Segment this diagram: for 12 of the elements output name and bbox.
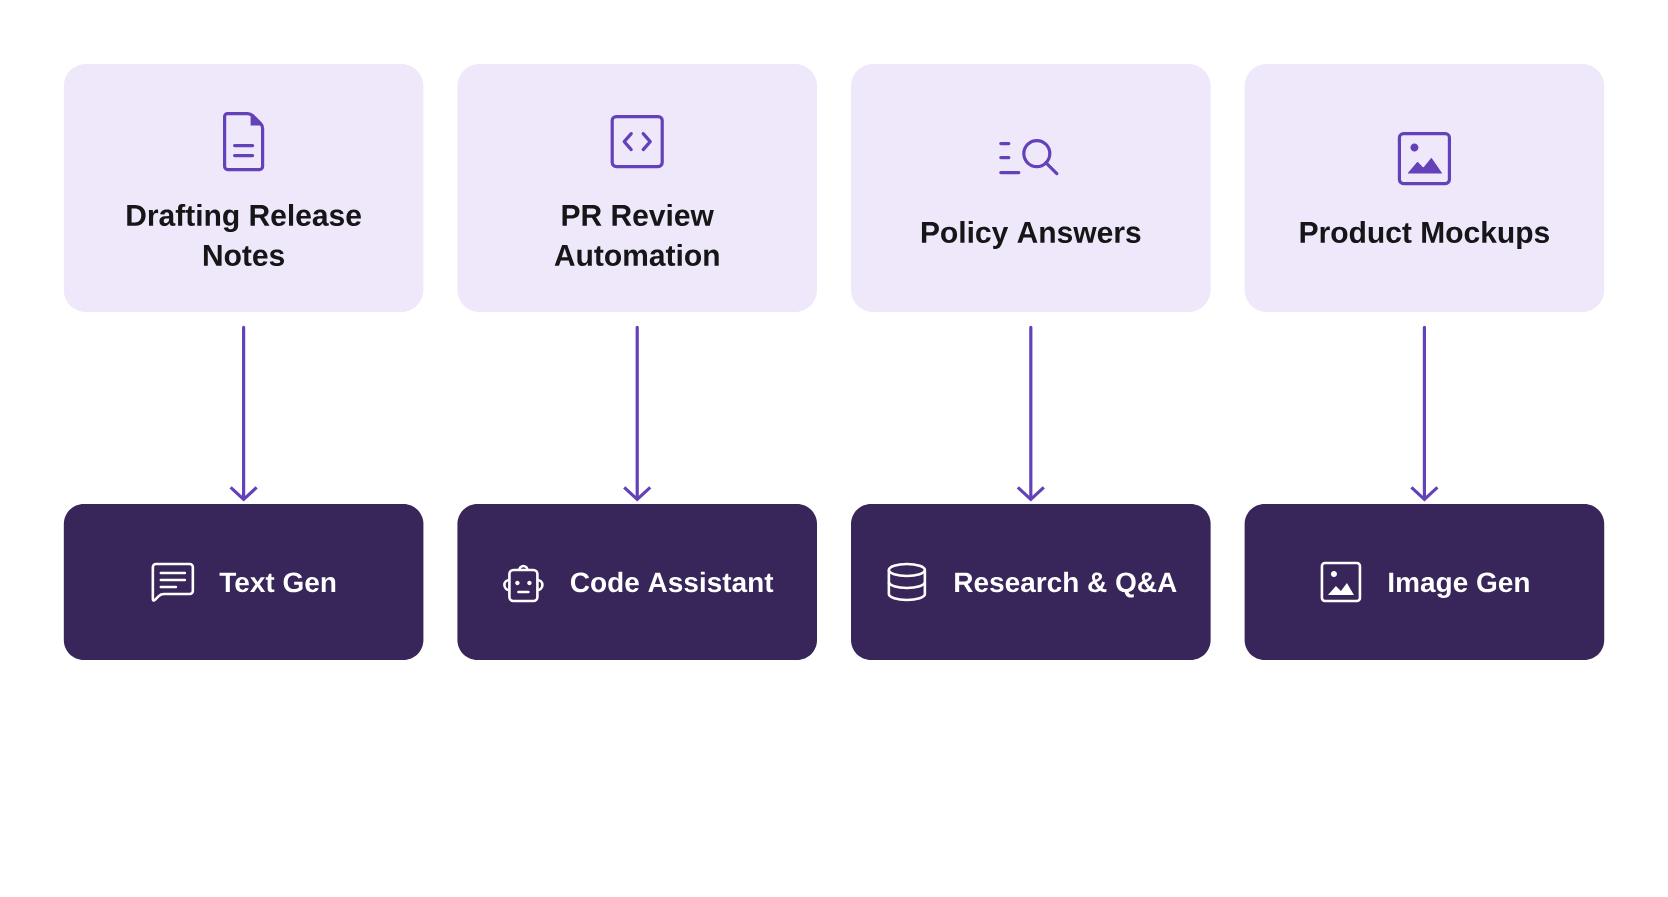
use-case-card: Drafting Release Notes bbox=[63, 64, 424, 312]
arrow bbox=[623, 325, 652, 502]
use-case-card: PR Review Automation bbox=[457, 64, 817, 312]
use-case-card: Policy Answers bbox=[851, 64, 1211, 312]
arrow bbox=[1016, 325, 1045, 502]
use-case-card: Product Mockups bbox=[1244, 64, 1605, 312]
capability-box: Code Assistant bbox=[457, 504, 817, 660]
arrow bbox=[229, 325, 258, 502]
arrow bbox=[1410, 325, 1439, 502]
capability-box: Research & Q&A bbox=[851, 504, 1211, 660]
capability-box: Image Gen bbox=[1244, 504, 1605, 660]
capability-box: Text Gen bbox=[63, 504, 424, 660]
